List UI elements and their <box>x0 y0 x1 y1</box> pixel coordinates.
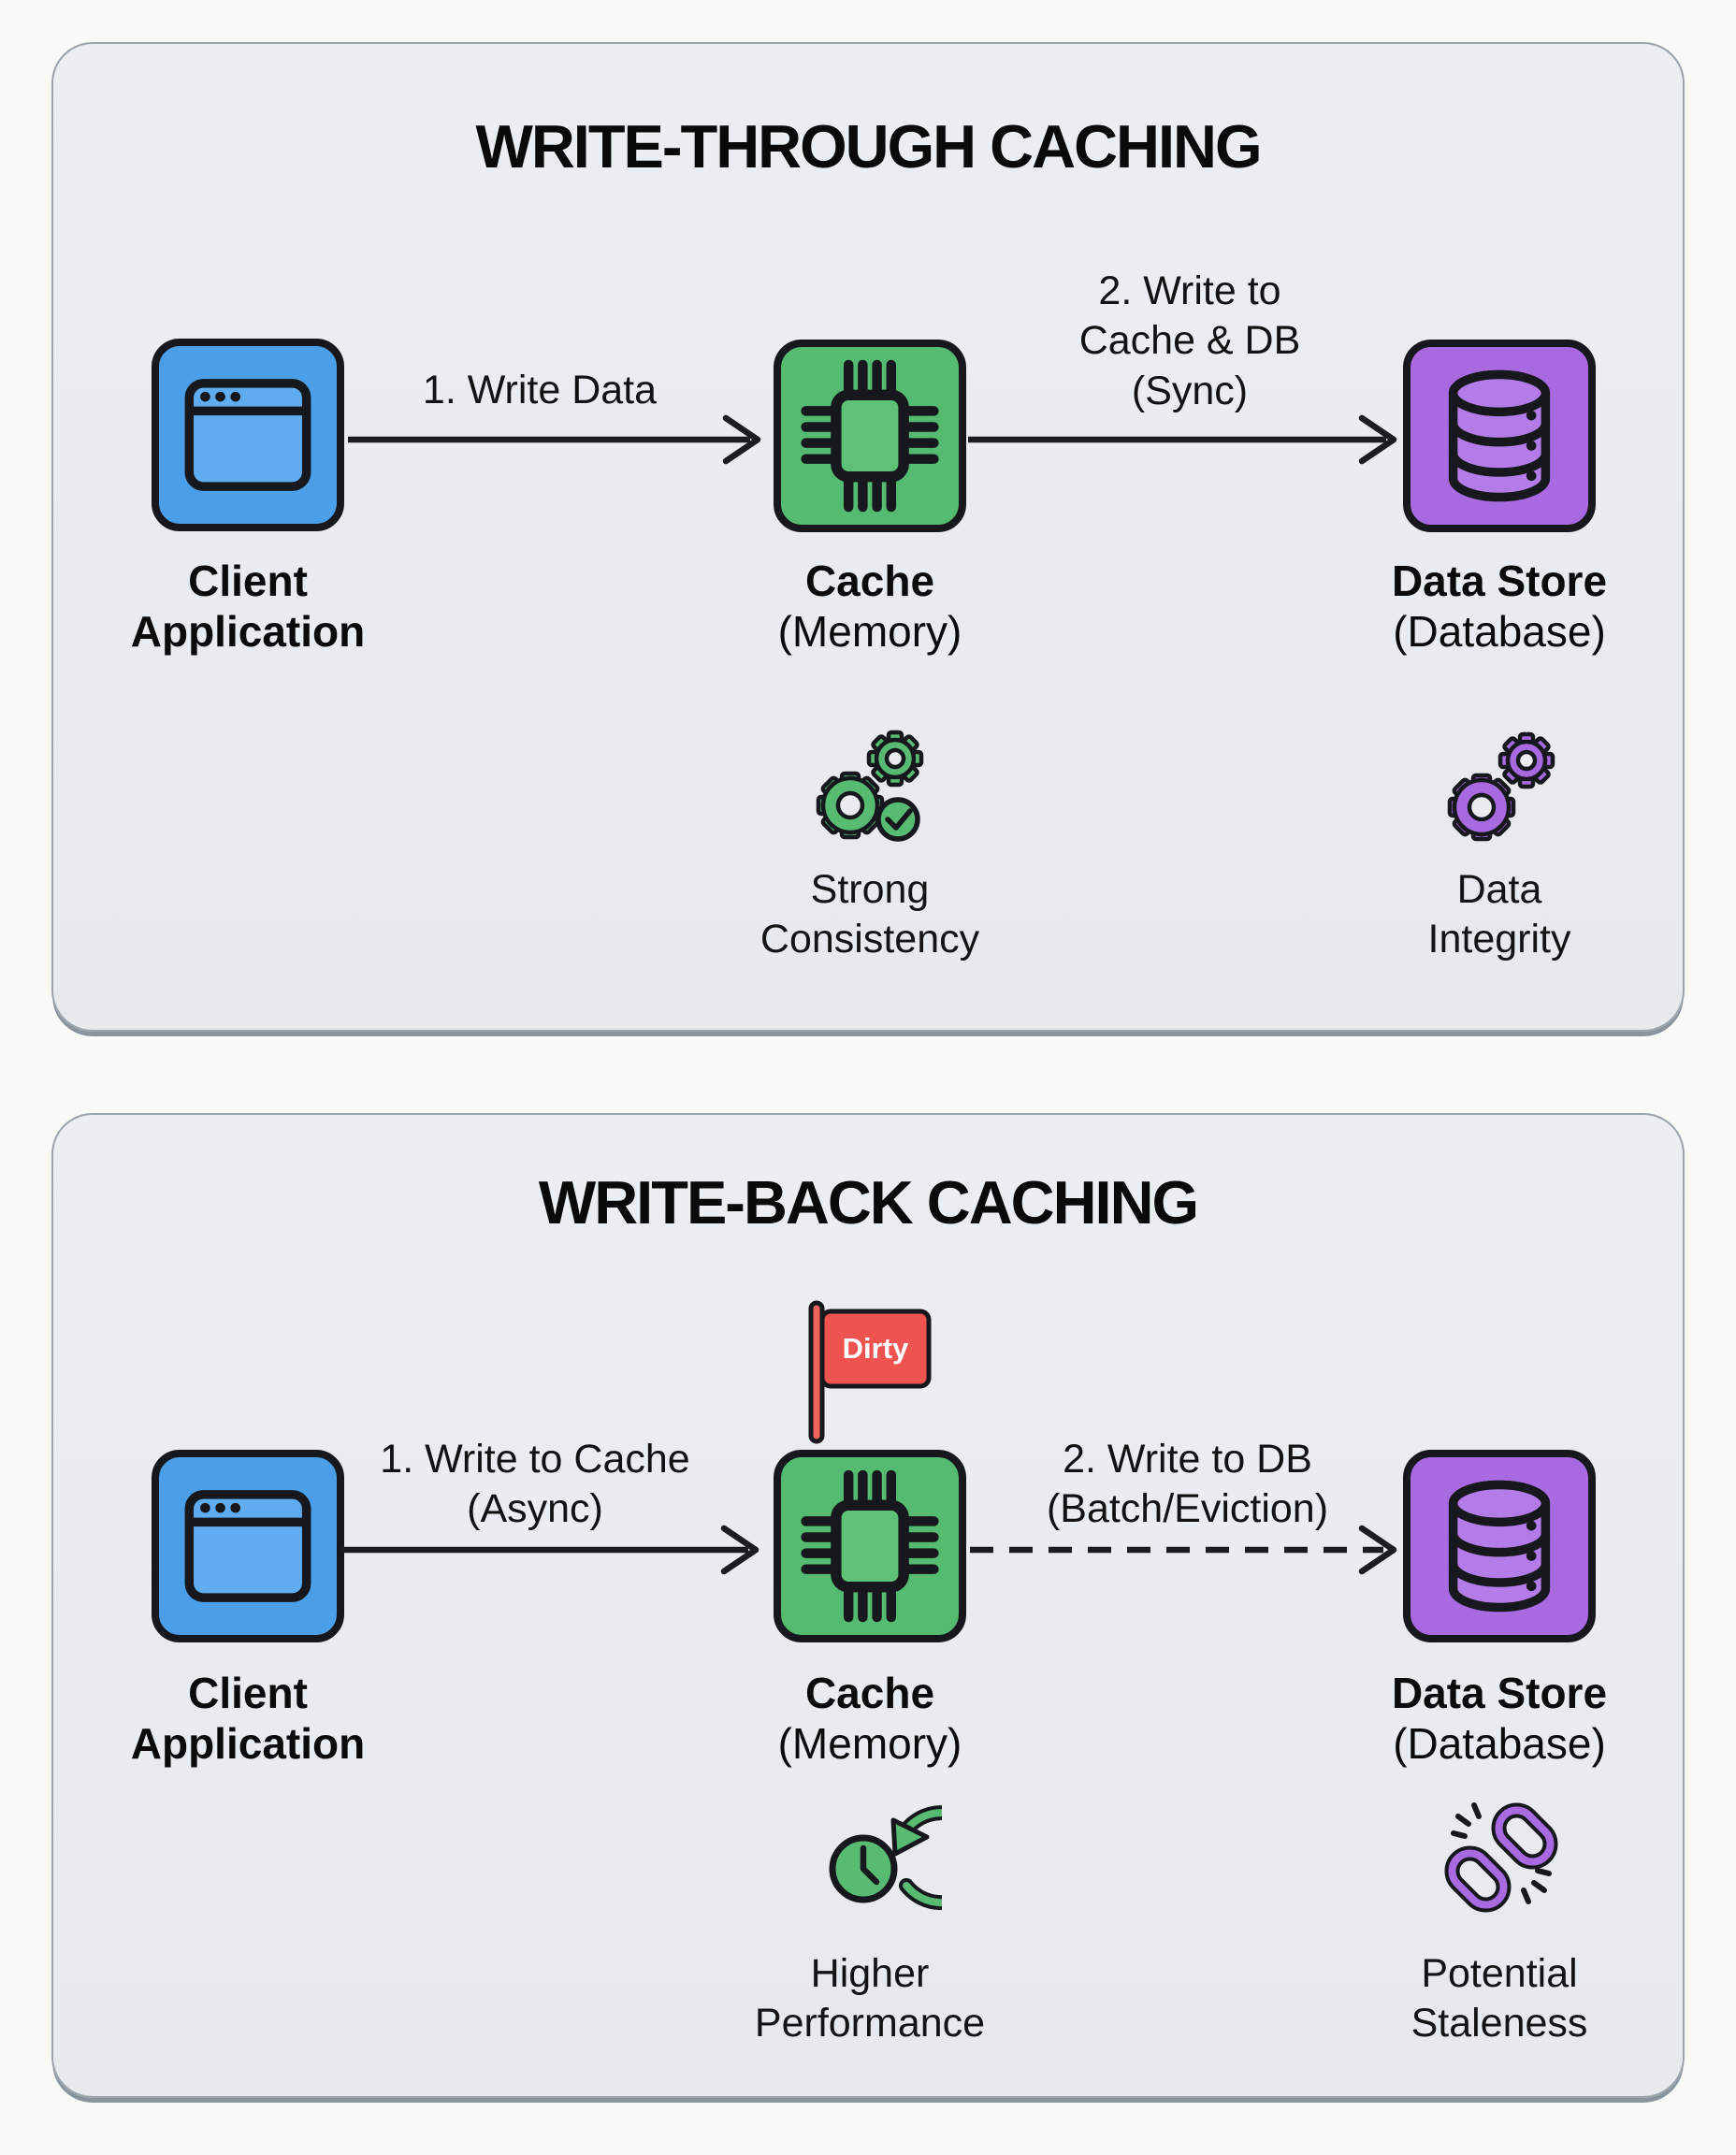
database-icon <box>1448 369 1551 502</box>
broken-chain-icon <box>1444 1802 1558 1913</box>
client-application-node <box>152 1450 344 1642</box>
data-store-label: Data Store (Database) <box>1391 1669 1608 1768</box>
benefit-higher-performance: Higher Performance <box>754 1951 986 2047</box>
client-application-node <box>152 339 344 531</box>
browser-window-icon <box>184 1490 311 1602</box>
gears-check-icon <box>816 730 924 842</box>
benefit-strong-consistency: Strong Consistency <box>760 867 980 962</box>
database-icon <box>1448 1480 1551 1613</box>
write-data-arrow <box>348 414 761 465</box>
client-label: Client Application <box>130 1669 366 1768</box>
arrow-label-write-data: 1. Write Data <box>422 368 658 412</box>
flag-label: Dirty <box>842 1332 909 1365</box>
cache-label: Cache (Memory) <box>777 1669 962 1768</box>
write-to-cache-arrow <box>341 1525 760 1575</box>
arrow-label-write-cache-db: 2. Write to Cache & DB (Sync) <box>1078 268 1301 413</box>
cpu-chip-icon <box>801 1469 939 1623</box>
cache-node <box>774 1450 966 1642</box>
gears-icon <box>1447 731 1555 842</box>
panel-title: WRITE-BACK CACHING <box>538 1168 1199 1237</box>
data-store-node <box>1403 340 1596 532</box>
cache-label: Cache (Memory) <box>777 557 962 656</box>
write-to-db-arrow <box>970 1525 1397 1575</box>
write-cache-db-arrow <box>968 414 1397 465</box>
cache-node <box>774 340 966 532</box>
benefit-potential-staleness: Potential Staleness <box>1410 1951 1588 2047</box>
write-through-panel: WRITE-THROUGH CACHING <box>51 42 1685 1032</box>
write-back-panel: WRITE-BACK CACHING Dirty <box>51 1113 1685 2098</box>
cpu-chip-icon <box>801 359 939 513</box>
benefit-data-integrity: Data Integrity <box>1427 867 1571 962</box>
dirty-flag: Dirty <box>800 1298 945 1448</box>
clock-refresh-icon <box>829 1805 942 1911</box>
data-store-label: Data Store (Database) <box>1391 557 1608 656</box>
browser-window-icon <box>184 379 311 491</box>
flag-icon <box>808 1300 932 1444</box>
arrow-label-write-to-db: 2. Write to DB (Batch/Eviction) <box>1046 1437 1329 1532</box>
arrow-label-write-to-cache: 1. Write to Cache (Async) <box>380 1437 690 1532</box>
panel-title: WRITE-THROUGH CACHING <box>475 112 1262 181</box>
client-label: Client Application <box>130 557 366 656</box>
data-store-node <box>1403 1450 1596 1642</box>
